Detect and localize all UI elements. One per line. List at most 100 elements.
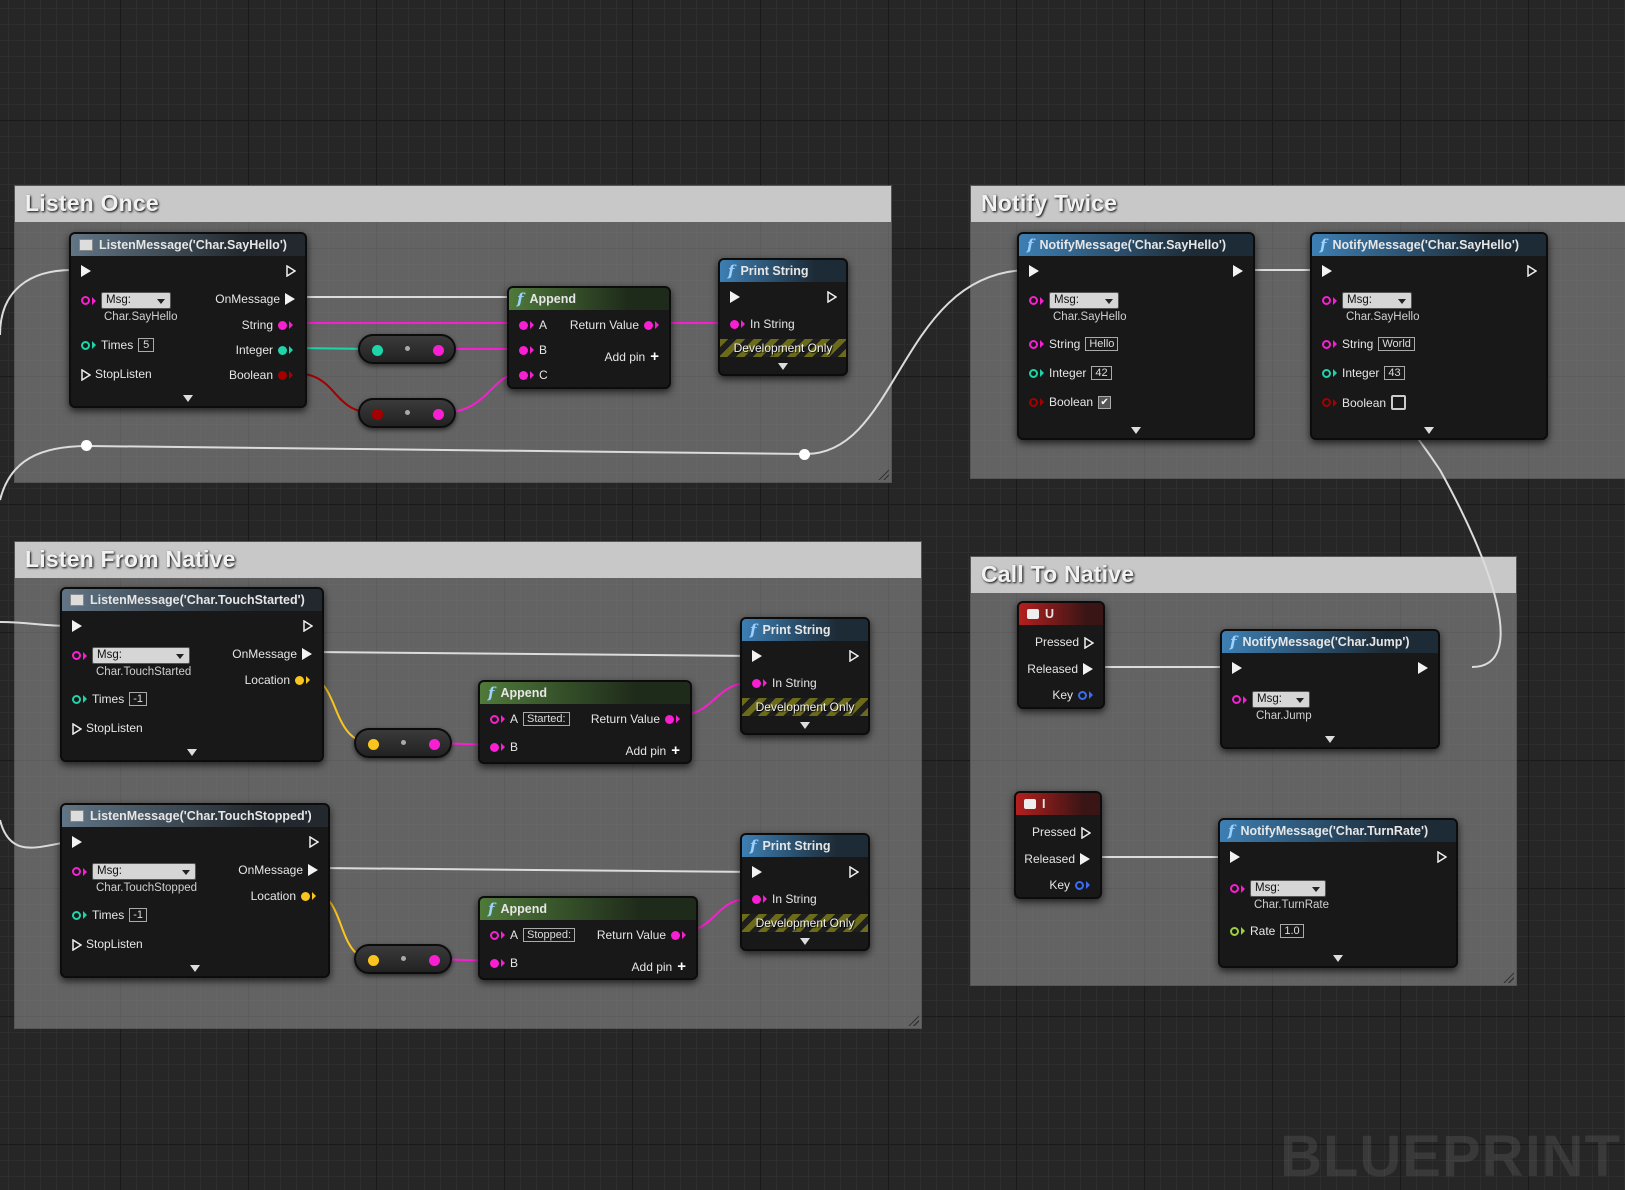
string-value[interactable]: World <box>1378 337 1415 351</box>
stop-listen-pin[interactable]: StopListen <box>81 367 152 381</box>
expand-arrow-icon[interactable] <box>190 965 200 972</box>
on-message-pin[interactable]: OnMessage <box>232 647 312 661</box>
exec-in-pin[interactable] <box>1230 851 1240 863</box>
location-out-pin[interactable]: Location <box>245 673 310 687</box>
msg-dropdown[interactable]: Msg: <box>101 292 171 309</box>
stop-listen-pin[interactable]: StopListen <box>72 721 143 735</box>
exec-in-pin[interactable] <box>1029 265 1039 277</box>
location-out-pin[interactable]: Location <box>251 889 316 903</box>
checkbox-checked[interactable]: ✔ <box>1098 395 1112 409</box>
msg-pin[interactable]: Msg: <box>1232 691 1310 708</box>
expand-arrow-icon[interactable] <box>800 722 810 729</box>
a-pin[interactable]: A <box>519 318 547 332</box>
expand-arrow-icon[interactable] <box>187 749 197 756</box>
msg-pin[interactable]: Msg: <box>81 292 171 309</box>
boolean-out-pin[interactable]: Boolean <box>229 368 293 382</box>
key-event-node-i[interactable]: I Pressed Released Key <box>1014 791 1102 899</box>
b-pin[interactable]: B <box>519 343 547 357</box>
times-value[interactable]: -1 <box>129 908 148 922</box>
c-pin[interactable]: C <box>519 368 548 382</box>
msg-pin[interactable]: Msg: <box>72 863 196 880</box>
key-event-node-u[interactable]: U Pressed Released Key <box>1017 601 1105 709</box>
rate-value[interactable]: 1.0 <box>1280 924 1304 938</box>
msg-dropdown[interactable]: Msg: <box>1250 880 1326 897</box>
exec-out-pin[interactable] <box>849 650 859 662</box>
on-message-pin[interactable]: OnMessage <box>215 292 295 306</box>
node-header[interactable]: I <box>1016 793 1100 815</box>
return-value-pin[interactable]: Return Value <box>591 712 680 726</box>
a-value[interactable]: Stopped: <box>523 928 576 942</box>
checkbox-unchecked[interactable] <box>1391 395 1407 410</box>
comment-title[interactable]: Listen Once <box>15 186 891 222</box>
exec-out-pin[interactable] <box>309 836 319 848</box>
msg-pin[interactable]: Msg: <box>1029 292 1119 309</box>
pressed-pin[interactable]: Pressed <box>1032 825 1091 839</box>
released-pin[interactable]: Released <box>1024 852 1090 866</box>
listen-message-node[interactable]: ListenMessage('Char.TouchStopped') Msg: … <box>60 803 330 978</box>
stop-listen-pin[interactable]: StopListen <box>72 937 143 951</box>
exec-out-pin[interactable] <box>1233 265 1243 277</box>
released-pin[interactable]: Released <box>1027 662 1093 676</box>
exec-out-pin[interactable] <box>827 291 837 303</box>
node-header[interactable]: ListenMessage('Char.TouchStarted') <box>62 589 322 611</box>
add-pin-button[interactable]: Add pin+ <box>626 742 680 759</box>
node-header[interactable]: U <box>1019 603 1103 625</box>
msg-dropdown[interactable]: Msg: <box>1252 691 1310 708</box>
expand-arrow-icon[interactable] <box>183 395 193 402</box>
msg-pin[interactable]: Msg: <box>1322 292 1412 309</box>
exec-in-pin[interactable] <box>752 650 762 662</box>
exec-out-pin[interactable] <box>1437 851 1447 863</box>
exec-in-pin[interactable] <box>752 866 762 878</box>
expand-arrow-icon[interactable] <box>800 938 810 945</box>
msg-dropdown[interactable]: Msg: <box>1342 292 1412 309</box>
reroute-node[interactable] <box>81 440 92 451</box>
conversion-node-vector-to-string[interactable] <box>354 944 452 974</box>
msg-dropdown[interactable]: Msg: <box>1049 292 1119 309</box>
exec-out-pin[interactable] <box>1418 662 1428 674</box>
expand-arrow-icon[interactable] <box>1131 427 1141 434</box>
on-message-pin[interactable]: OnMessage <box>238 863 318 877</box>
string-out-pin[interactable]: String <box>242 318 293 332</box>
exec-in-pin[interactable] <box>1232 662 1242 674</box>
exec-out-pin[interactable] <box>286 265 296 277</box>
times-pin[interactable]: Times-1 <box>72 692 148 706</box>
comment-title[interactable]: Notify Twice <box>971 186 1625 222</box>
times-pin[interactable]: Times-1 <box>72 908 148 922</box>
exec-in-pin[interactable] <box>81 265 91 277</box>
exec-out-pin[interactable] <box>1527 265 1537 277</box>
conversion-node-int-to-string[interactable] <box>358 334 456 364</box>
integer-out-pin[interactable]: Integer <box>236 343 293 357</box>
msg-dropdown[interactable]: Msg: <box>92 863 196 880</box>
exec-in-pin[interactable] <box>72 620 82 632</box>
add-pin-button[interactable]: Add pin+ <box>632 958 686 975</box>
b-pin[interactable]: B <box>490 956 518 970</box>
node-header[interactable]: ListenMessage('Char.TouchStopped') <box>62 805 328 827</box>
expand-arrow-icon[interactable] <box>778 363 788 370</box>
key-pin[interactable]: Key <box>1052 688 1093 702</box>
msg-pin[interactable]: Msg: <box>72 647 190 664</box>
